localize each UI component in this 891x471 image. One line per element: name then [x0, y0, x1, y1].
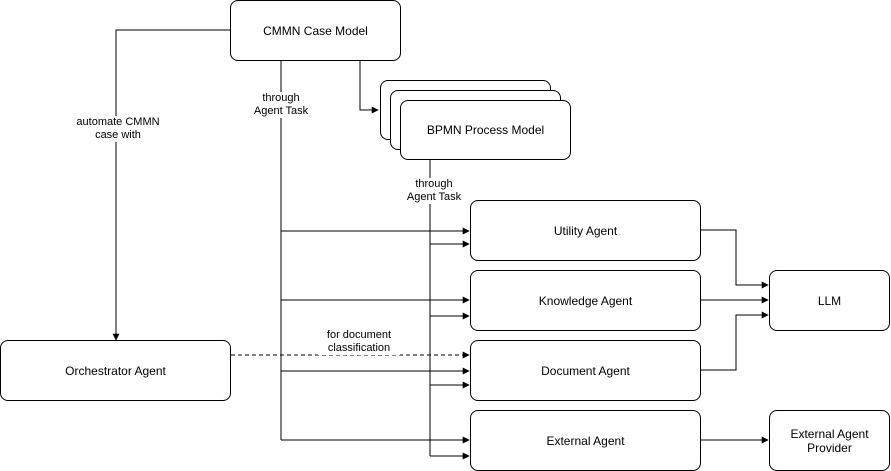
edge-cmmn-to-bpmn — [359, 60, 379, 114]
knowledge-agent-label: Knowledge Agent — [538, 293, 633, 308]
orchestrator-agent-node[interactable]: Orchestrator Agent — [0, 340, 231, 401]
llm-label: LLM — [817, 293, 842, 308]
label-through-bpmn: through Agent Task — [401, 178, 467, 204]
edge-utility-to-llm — [700, 229, 769, 289]
label-for-document: for document classification — [318, 329, 400, 355]
knowledge-agent-node[interactable]: Knowledge Agent — [470, 270, 701, 331]
external-agent-provider-label: External Agent Provider — [790, 426, 869, 455]
document-agent-node[interactable]: Document Agent — [470, 340, 701, 401]
edge-document-to-llm — [700, 311, 769, 371]
document-agent-label: Document Agent — [541, 363, 630, 378]
edge-cmmn-to-orchestrator — [112, 29, 230, 341]
bpmn-process-model-node[interactable]: BPMN Process Model — [400, 100, 571, 160]
external-agent-node[interactable]: External Agent — [470, 410, 701, 471]
label-through-cmmn: through Agent Task — [248, 92, 314, 118]
external-agent-label: External Agent — [546, 433, 625, 448]
external-agent-provider-node[interactable]: External Agent Provider — [769, 410, 890, 471]
cmmn-case-model-label: CMMN Case Model — [263, 23, 368, 38]
orchestrator-agent-label: Orchestrator Agent — [65, 363, 166, 378]
utility-agent-label: Utility Agent — [553, 223, 618, 238]
utility-agent-node[interactable]: Utility Agent — [470, 200, 701, 261]
llm-node[interactable]: LLM — [769, 270, 890, 331]
bpmn-process-model-label: BPMN Process Model — [426, 123, 545, 137]
cmmn-case-model-node[interactable]: CMMN Case Model — [230, 0, 401, 61]
label-automate: automate CMMN case with — [70, 116, 166, 142]
